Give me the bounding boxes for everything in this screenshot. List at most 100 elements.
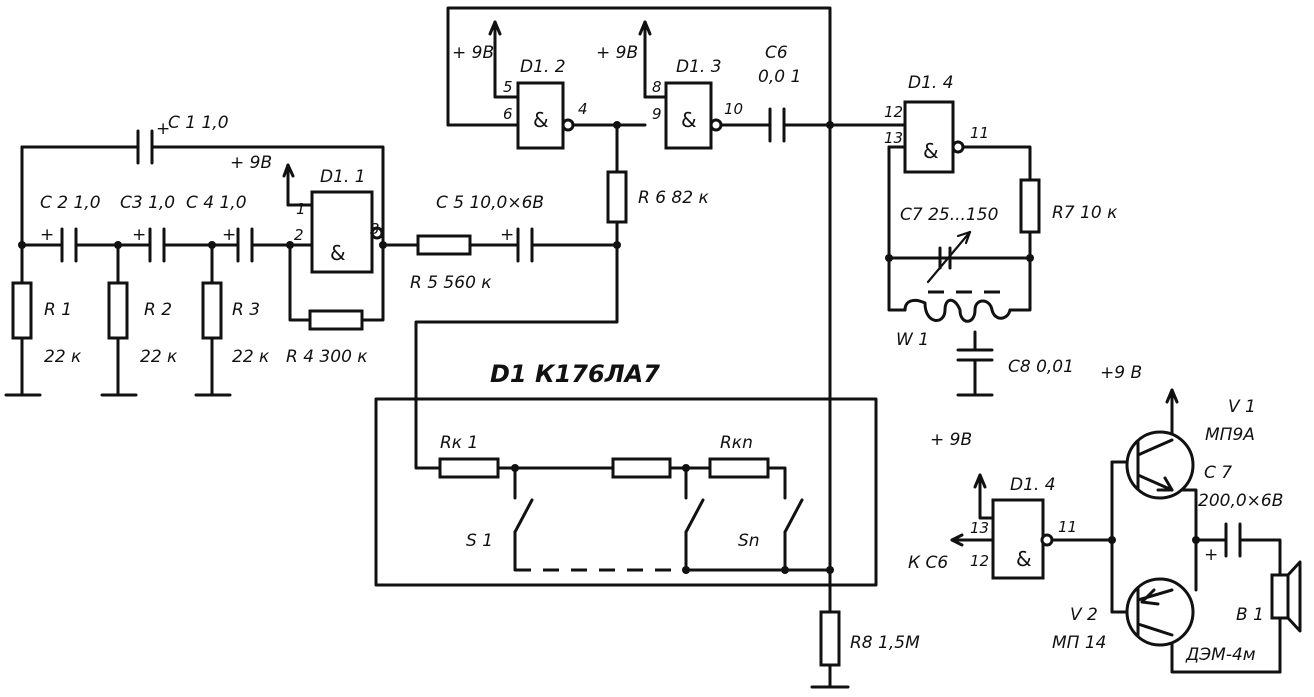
label-sn: Sn [738,531,760,551]
switch-s-middle [684,498,705,534]
gate-d1-4-output: & [991,498,1054,580]
label-d1-3: D1. 3 [676,57,722,77]
inductor-w1 [903,298,1012,323]
gate-d1-3: & [664,81,723,150]
resistor-r8 [819,610,841,667]
pin-4: 4 [578,100,588,118]
label-rkn: Rкn [720,433,753,453]
gate-d1-3-and: & [681,108,697,132]
label-r4: R 4 300 к [286,347,368,367]
pin-11: 11 [970,124,989,142]
transistor-v1 [1125,430,1195,500]
label-v1-type: МП9А [1205,425,1255,445]
wires [4,6,1282,689]
variable-capacitor-c7 [926,230,972,284]
gate-d1-2: & [516,81,575,150]
label-r6: R 6 82 к [638,188,709,208]
label-c1: C 1 1,0 [168,113,229,133]
label-c7-out-ref: C 7 [1204,463,1232,483]
plus-c7-out: + [1204,545,1218,565]
label-c8: C8 0,01 [1008,357,1074,377]
label-v2-type: МП 14 [1052,633,1107,653]
label-d1-4-output: D1. 4 [1010,475,1056,495]
label-r3-ref: R 3 [232,300,260,320]
label-r1-val: 22 к [44,347,82,367]
resistor-r1 [11,281,33,340]
pin-8: 8 [652,78,662,96]
plus-c1: + [156,119,170,139]
transistor-v2 [1125,577,1195,647]
gate-d1-4: & [903,100,965,174]
label-b1-ref: B 1 [1236,605,1264,625]
pin-6: 6 [503,105,513,123]
label-d1-1: D1. 1 [320,167,366,187]
label-c6-ref: C6 [765,43,788,63]
keyboard-enclosure [374,397,878,587]
label-supply-output: + 9B [930,430,972,450]
pin-out-12: 12 [970,552,989,570]
pin-10: 10 [724,100,743,118]
label-v1-ref: V 1 [1228,397,1256,417]
label-d1-2: D1. 2 [520,57,566,77]
label-r3-val: 22 к [232,347,270,367]
resistor-rk-middle [611,457,672,479]
pin-5: 5 [503,78,513,96]
label-c8-supply: +9 B [1100,363,1142,383]
capacitor-c4 [236,227,254,263]
pin-13: 13 [884,129,903,147]
label-s1: S 1 [466,531,493,551]
label-to-c6: К С6 [908,553,948,573]
gate-d1-1: & [310,190,384,274]
switch-s1 [513,498,534,534]
capacitor-c3 [148,227,166,263]
resistor-r3 [201,281,223,340]
label-c7-osc: C7 25...150 [900,205,998,225]
label-r1-ref: R 1 [44,300,72,320]
pin-12: 12 [884,103,903,121]
pin-2: 2 [294,226,304,244]
label-c5: C 5 10,0×6B [436,193,544,213]
resistor-rkn [708,457,770,479]
resistor-r6 [606,170,628,224]
label-supply-d1-2: + 9B [452,43,494,63]
capacitor-c2 [60,227,78,263]
pin-3: 3 [370,220,380,238]
capacitor-c6 [768,107,786,143]
capacitor-c8 [956,348,994,362]
pin-out-13: 13 [970,519,989,537]
gate-d1-4-and: & [923,139,939,163]
label-supply-d1-3: + 9B [596,43,638,63]
resistor-r2 [107,281,129,340]
plus-c2: + [40,225,54,245]
label-w1: W 1 [896,330,929,350]
capacitor-c1 [136,129,154,165]
plus-c3: + [132,225,146,245]
label-d1-4: D1. 4 [908,73,954,93]
label-c2: C 2 1,0 [40,193,101,213]
label-c6-val: 0,0 1 [758,67,801,87]
chip-title: D1 К176ЛА7 [490,360,660,388]
label-rk1: Rк 1 [440,433,478,453]
resistor-rk1 [438,457,500,479]
resistor-r7 [1019,178,1041,234]
switch-sn [783,498,804,534]
gate-d1-1-and: & [330,241,346,265]
label-r7: R7 10 к [1052,203,1118,223]
pin-1: 1 [296,200,306,218]
label-r2-val: 22 к [140,347,178,367]
resistor-r4 [308,309,364,331]
capacitor-c5 [516,227,534,263]
junction-dots [18,121,1200,574]
label-v2-ref: V 2 [1070,605,1098,625]
plus-c5: + [500,225,514,245]
label-c3: C3 1,0 [120,193,175,213]
label-r8: R8 1,5М [850,633,920,653]
label-c4: C 4 1,0 [186,193,247,213]
label-r5: R 5 560 к [410,273,492,293]
speaker-b1 [1270,560,1302,633]
pin-out-11: 11 [1058,518,1077,536]
gate-d1-4b-and: & [1016,547,1032,571]
resistor-r5 [416,234,472,256]
gate-d1-2-and: & [533,108,549,132]
